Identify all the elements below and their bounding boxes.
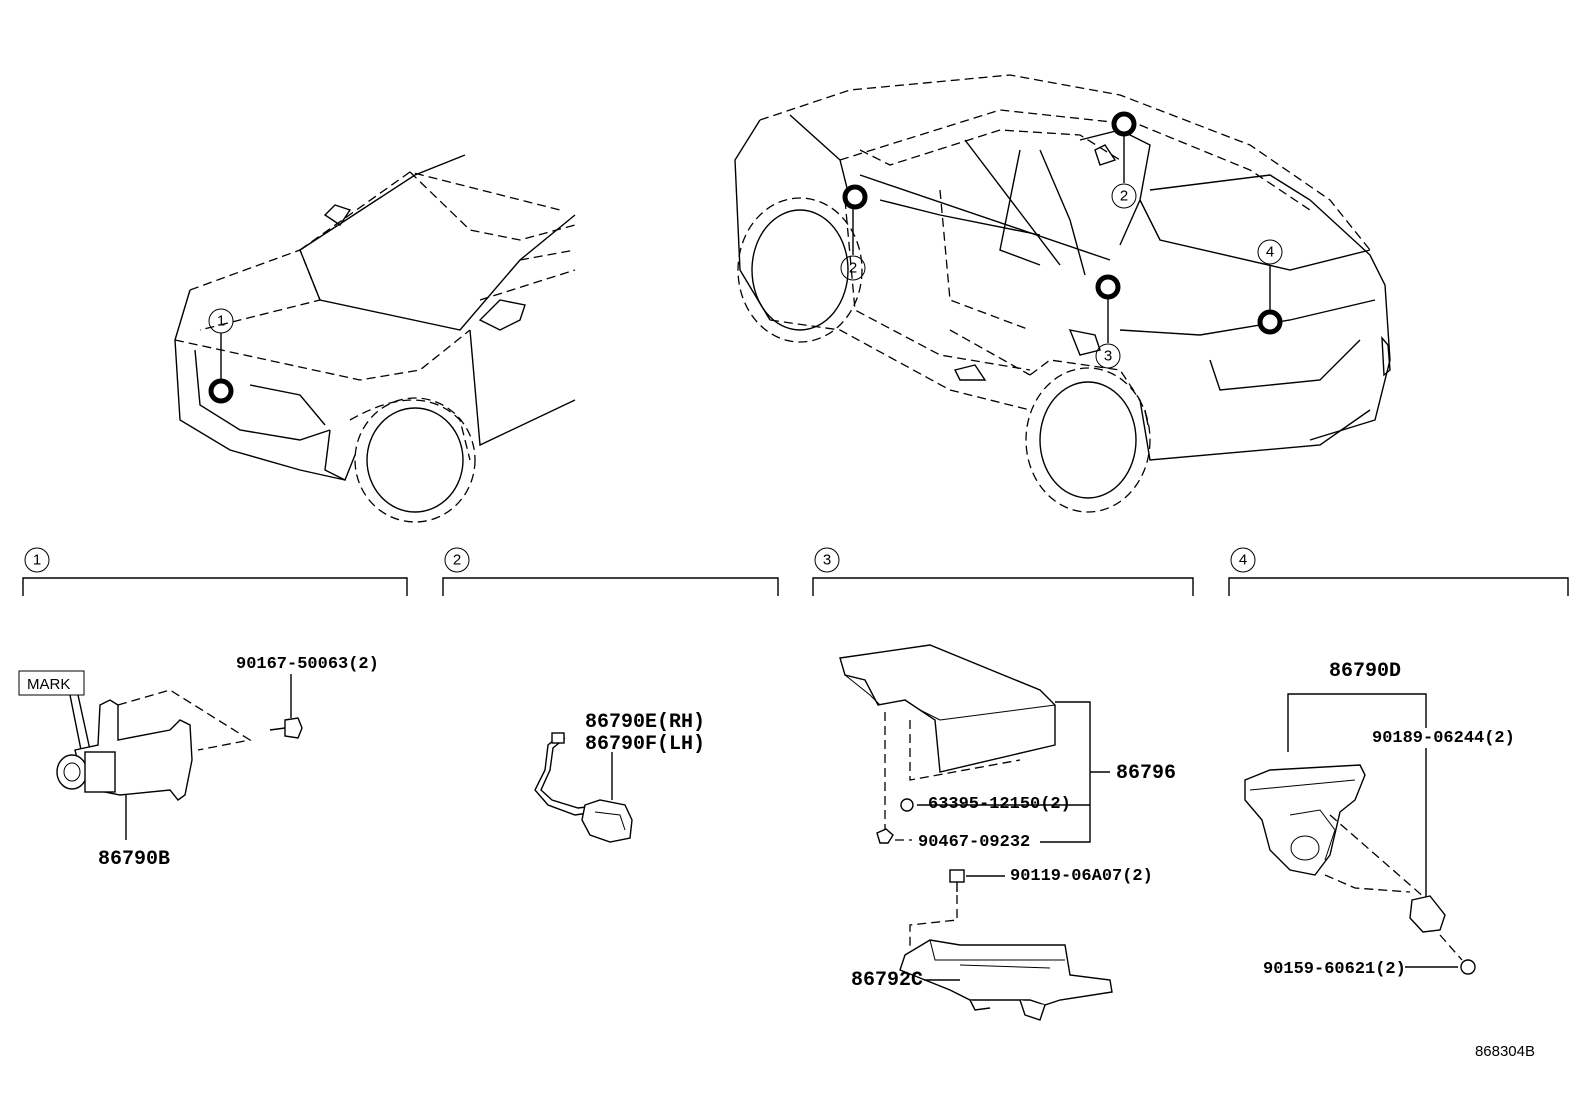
callout-markers: 1 2 2 3 4 bbox=[208, 111, 1283, 404]
section-3-bracket bbox=[812, 577, 1194, 596]
part-90467-09232: 90467-09232 bbox=[918, 833, 1030, 852]
part-63395-12150: 63395-12150(2) bbox=[928, 795, 1071, 814]
callout-number-1: 1 bbox=[217, 313, 225, 330]
section-3-parts: 86796 63395-12150(2) 90467-09232 90119-0… bbox=[839, 644, 1176, 1021]
callout-number-4: 4 bbox=[1266, 244, 1274, 261]
section-2-parts: 86790E(RH) 86790F(LH) bbox=[534, 711, 705, 843]
front-car-illustration bbox=[174, 154, 576, 523]
part-86790E-RH: 86790E(RH) bbox=[585, 711, 705, 734]
mark-box bbox=[18, 670, 85, 696]
section-1-number: 1 bbox=[33, 552, 41, 569]
part-90167-50063: 90167-50063(2) bbox=[236, 655, 379, 674]
part-86790D: 86790D bbox=[1329, 660, 1401, 683]
diagram-id: 868304B bbox=[1475, 1043, 1535, 1060]
section-4-number: 4 bbox=[1239, 552, 1247, 569]
rear-car-illustration bbox=[734, 74, 1391, 513]
section-4-bracket bbox=[1228, 577, 1569, 596]
callout-number-3: 3 bbox=[1104, 348, 1112, 365]
part-90189-06244: 90189-06244(2) bbox=[1372, 729, 1515, 748]
section-1-parts: MARK 90167-50063(2) 86790B bbox=[18, 655, 379, 871]
part-86792C: 86792C bbox=[851, 969, 923, 992]
section-1-bracket bbox=[22, 577, 408, 596]
section-headers: 1 2 3 4 bbox=[22, 547, 1569, 596]
section-2-number: 2 bbox=[453, 552, 461, 569]
callout-number-2a: 2 bbox=[849, 260, 857, 277]
part-86796: 86796 bbox=[1116, 762, 1176, 785]
part-90159-60621: 90159-60621(2) bbox=[1263, 960, 1406, 979]
part-90119-06A07: 90119-06A07(2) bbox=[1010, 867, 1153, 886]
section-4-parts: 86790D 90189-06244(2) 90159-60621(2) bbox=[1244, 660, 1515, 979]
part-86790B: 86790B bbox=[98, 848, 170, 871]
mark-label: MARK bbox=[27, 676, 70, 693]
callout-number-2b: 2 bbox=[1120, 188, 1128, 205]
section-2-bracket bbox=[442, 577, 779, 596]
section-3-number: 3 bbox=[823, 552, 831, 569]
part-86790F-LH: 86790F(LH) bbox=[585, 733, 705, 756]
